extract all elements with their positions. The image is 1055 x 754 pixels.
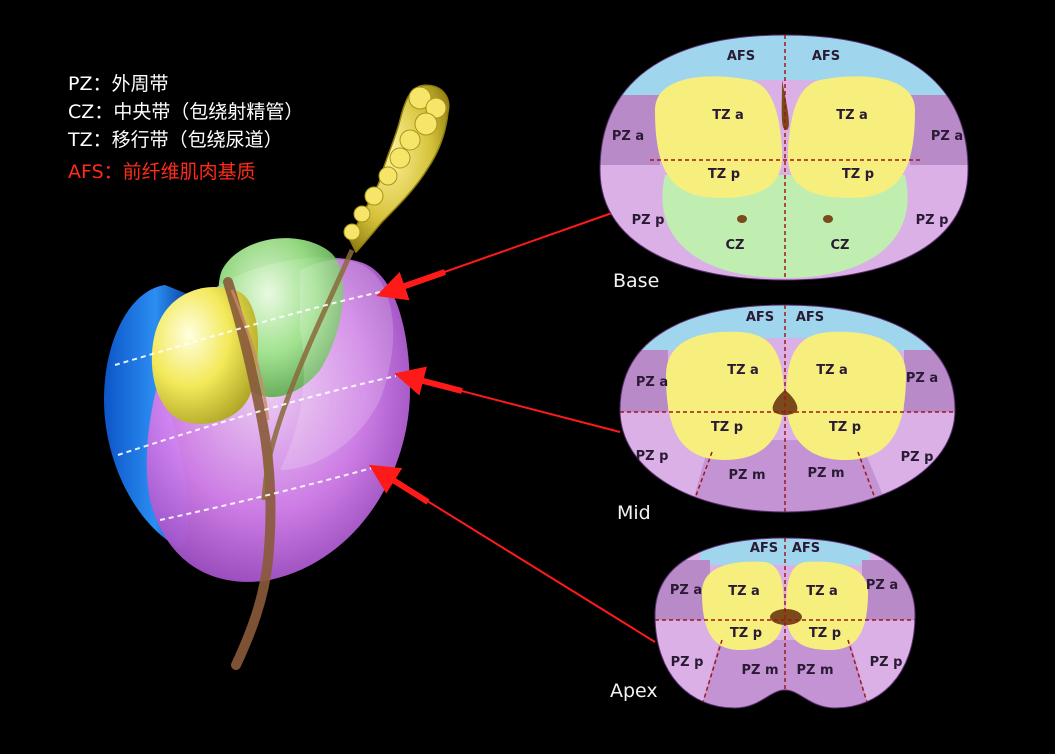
zone-legend: PZ：外周带 CZ：中央带（包绕射精管） TZ：移行带（包绕尿道） AFS：前纤… xyxy=(68,70,303,186)
mid-afs-left-label: AFS xyxy=(746,310,774,325)
apex-tz-p-right-label: TZ p xyxy=(809,626,841,641)
apex-section-line xyxy=(159,467,373,521)
legend-item-pz: PZ：外周带 xyxy=(68,73,169,95)
apex-tz-a-right-label: TZ a xyxy=(806,584,838,599)
base-level-label: Base xyxy=(613,270,659,292)
base-afs-right-label: AFS xyxy=(812,49,840,64)
legend-item-afs: AFS：前纤维肌肉基质 xyxy=(68,161,256,183)
base-tz-p-left-label: TZ p xyxy=(708,167,740,182)
apex-level-label: Apex xyxy=(610,680,658,702)
prostate-3d-illustration xyxy=(104,84,450,670)
mid-tz-a-left-label: TZ a xyxy=(727,363,759,378)
apex-pz-p-left-label: PZ p xyxy=(671,655,704,670)
base-tz-a-right-label: TZ a xyxy=(836,108,868,123)
mid-afs-right-label: AFS xyxy=(796,310,824,325)
apex-pz-a-right-label: PZ a xyxy=(866,578,898,593)
base-tz-a-left-label: TZ a xyxy=(712,108,744,123)
urethra-icon xyxy=(223,277,276,670)
base-afs-left-label: AFS xyxy=(727,49,755,64)
mid-pz-a-right-label: PZ a xyxy=(906,371,938,386)
mid-tz-p-right-label: TZ p xyxy=(829,420,861,435)
mid-tz-a-right-label: TZ a xyxy=(816,363,848,378)
mid-pz-m-right-label: PZ m xyxy=(807,466,844,481)
mid-pz-m-left-label: PZ m xyxy=(728,468,765,483)
base-cz-right-label: CZ xyxy=(831,238,850,253)
apex-afs-right-label: AFS xyxy=(792,541,820,556)
apex-tz-p-left-label: TZ p xyxy=(730,626,762,641)
apex-pz-m-right-label: PZ m xyxy=(796,663,833,678)
apex-cross-section: AFS AFS TZ a TZ a TZ p TZ p PZ a PZ a PZ… xyxy=(610,537,916,709)
mid-tz-p-left-label: TZ p xyxy=(711,420,743,435)
base-cz-left-label: CZ xyxy=(726,238,745,253)
base-pz-p-right-label: PZ p xyxy=(916,213,949,228)
base-cross-section: AFS AFS TZ a TZ a TZ p TZ p PZ a PZ a PZ… xyxy=(599,34,969,292)
apex-pz-a-left-label: PZ a xyxy=(670,583,702,598)
base-tz-p-right-label: TZ p xyxy=(842,167,874,182)
apex-tz-a-left-label: TZ a xyxy=(728,584,760,599)
section-arrows xyxy=(368,212,656,643)
base-section-line xyxy=(114,291,381,366)
mid-section-line xyxy=(117,375,397,456)
base-pz-a-right-label: PZ a xyxy=(931,129,963,144)
mid-pz-p-right-label: PZ p xyxy=(901,450,934,465)
mid-pz-p-left-label: PZ p xyxy=(636,449,669,464)
apex-afs-left-label: AFS xyxy=(750,541,778,556)
tz-3d-region xyxy=(151,287,259,424)
legend-item-tz: TZ：移行带（包绕尿道） xyxy=(68,129,283,151)
apex-pz-p-right-label: PZ p xyxy=(870,655,903,670)
mid-pz-a-left-label: PZ a xyxy=(636,375,668,390)
apex-pz-m-left-label: PZ m xyxy=(741,663,778,678)
base-pz-a-left-label: PZ a xyxy=(612,129,644,144)
base-pz-p-left-label: PZ p xyxy=(632,213,665,228)
mid-cross-section: AFS AFS TZ a TZ a TZ p TZ p PZ a PZ a PZ… xyxy=(617,304,956,524)
mid-level-label: Mid xyxy=(617,502,651,524)
legend-item-cz: CZ：中央带（包绕射精管） xyxy=(68,101,304,123)
